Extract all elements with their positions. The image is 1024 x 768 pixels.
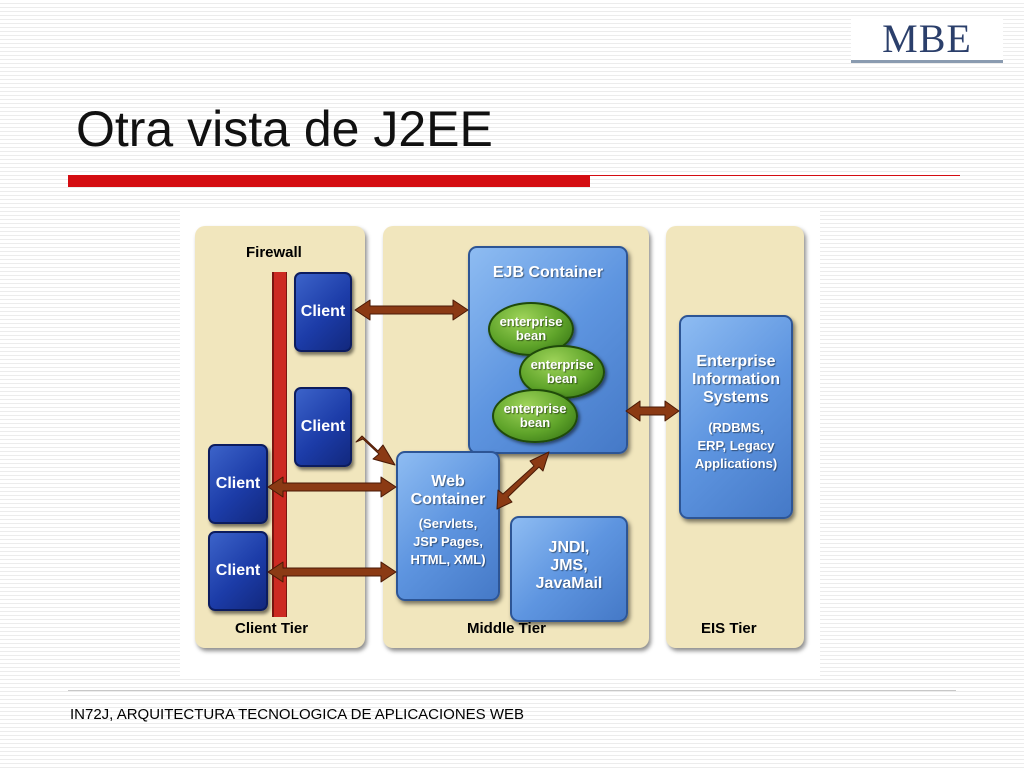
client-box-1: Client: [294, 272, 352, 352]
client-label: Client: [300, 303, 346, 320]
eis-box: Enterprise Information Systems (RDBMS, E…: [679, 315, 793, 519]
client-label: Client: [300, 418, 346, 435]
logo-text: MBE: [882, 16, 972, 61]
client-box-3: Client: [208, 444, 268, 524]
middle-tier-label: Middle Tier: [467, 620, 546, 637]
footer-divider: [68, 690, 956, 691]
firewall-bar: [272, 272, 287, 617]
client-tier-label: Client Tier: [235, 620, 309, 637]
enterprise-bean-1: enterprise bean: [488, 302, 574, 356]
web-container-subtitle: (Servlets, JSP Pages, HTML, XML): [410, 516, 486, 567]
client-label: Client: [215, 475, 261, 492]
jndi-box: JNDI, JMS, JavaMail: [510, 516, 628, 622]
title-accent-bar: [68, 175, 590, 187]
web-container: Web Container (Servlets, JSP Pages, HTML…: [396, 451, 500, 601]
title-accent-line: [590, 175, 960, 176]
jndi-label: JNDI, JMS, JavaMail: [535, 539, 603, 592]
client-box-4: Client: [208, 531, 268, 611]
client-label: Client: [215, 562, 261, 579]
eis-tier-label: EIS Tier: [701, 620, 757, 637]
eis-subtitle: (RDBMS, ERP, Legacy Applications): [694, 420, 778, 471]
client-box-2: Client: [294, 387, 352, 467]
ejb-container-title: EJB Container: [492, 264, 604, 281]
web-container-title: Web Container: [410, 473, 486, 508]
logo: MBE: [851, 18, 1003, 63]
slide-title: Otra vista de J2EE: [76, 101, 493, 157]
enterprise-bean-3: enterprise bean: [492, 389, 578, 443]
firewall-label: Firewall: [246, 244, 302, 261]
footer-text: IN72J, ARQUITECTURA TECNOLOGICA DE APLIC…: [70, 706, 524, 723]
eis-title: Enterprise Information Systems: [692, 353, 780, 406]
